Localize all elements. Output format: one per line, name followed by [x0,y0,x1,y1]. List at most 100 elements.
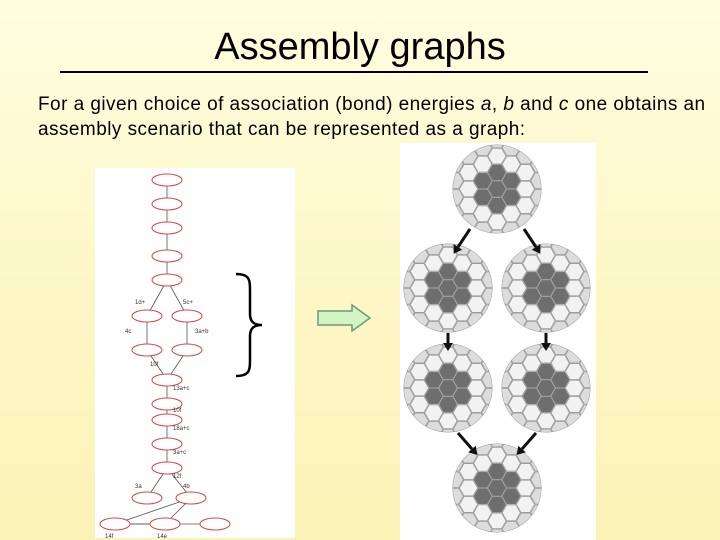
shell-cell [550,288,570,305]
graph-node [151,413,183,427]
arrow-head [531,244,541,254]
shell-cell [424,388,444,405]
shell-cell [467,396,486,413]
shell-cell [579,388,590,405]
shell-cell [530,471,541,488]
graph-node [151,373,183,387]
shell-cell [501,189,521,206]
shell-cell [473,156,493,173]
shell-cell [565,296,584,313]
shell-cell [453,172,464,189]
energy-a: a [480,94,492,115]
body-text-part: one obtains an assembly scenario that ca… [38,94,706,140]
shell-cell [453,189,464,206]
shell-cell [508,279,527,297]
title-underline [60,71,648,73]
graph-edge-label: 4b [183,484,190,490]
shell-cell [530,488,541,505]
shell-cell [536,247,556,264]
shell-cell [536,263,556,280]
shell-cell [522,255,542,272]
shell-cell [452,404,472,421]
shell-cell [516,197,535,214]
shell-cell [579,371,590,388]
graph-edge-label: 10f [150,362,159,368]
shell-cell [501,444,521,456]
shell-cell [452,420,472,432]
graph-node [151,273,183,287]
shell-cell [536,312,556,329]
shell-cell [501,520,521,532]
shell-cell [452,255,472,272]
capsid-shell [501,243,591,333]
body-text-part: and [514,94,559,115]
arrow-head [468,445,478,455]
shell-cell [536,363,556,380]
shell-cell [565,263,584,280]
shell-cell [522,355,542,372]
graph-node [151,221,183,235]
shell-cell [487,180,507,198]
shell-cell [516,463,535,480]
graph-node [131,343,163,357]
arrow-head [541,343,551,351]
shell-cell [501,455,521,472]
shell-cell [424,255,444,272]
shell-cell [516,479,535,497]
shell-cell [565,363,584,380]
shell-cell [438,379,458,397]
shell-cell [404,371,415,388]
graph-edge-label: 10f [173,408,182,414]
shell-cells [404,244,492,332]
shell-cell [501,504,521,521]
shell-cell [459,197,478,214]
shell-cell [550,388,570,405]
shell-cell [550,404,570,421]
arrow-head [443,343,453,351]
shell-cell [501,222,521,233]
assembly-shells-svg [403,144,591,533]
arrow-shaft [522,228,538,248]
assembly-shells-figure [400,143,596,540]
graph-edge-label: 3a+b [195,329,209,335]
shell-cell [453,471,464,488]
shell-cells [453,444,541,532]
shell-cell [550,321,570,332]
shell-cell [424,404,444,421]
shell-cell [467,363,486,380]
graph-edge-label: 18a+c [173,426,190,432]
shell-cell [467,263,486,280]
shell-cell [522,371,542,388]
shell-cell [501,172,521,189]
shell-cell [550,304,570,321]
shell-cell [508,379,527,397]
shell-cell [565,279,584,297]
shell-cell [459,180,478,198]
shell-cell [459,463,478,480]
shell-cell [438,247,458,264]
shell-cell [550,420,570,432]
shell-cell [452,321,472,332]
shell-cell [404,288,415,305]
shell-cell [502,288,513,305]
shell-cell [481,288,492,305]
shell-cell [467,279,486,297]
shell-cell [536,329,556,332]
shell-cell [550,244,570,255]
graph-node [171,343,203,357]
shell-cell [404,271,415,288]
shell-cell [459,479,478,497]
arrow-shaft [456,228,472,248]
shell-cell [410,279,429,297]
shell-cell [410,263,429,280]
shell-cell [473,172,493,189]
shell-cell [536,344,556,347]
shell-cell [438,279,458,297]
shell-cells [404,344,492,432]
shell-cell [565,379,584,397]
shell-cell [452,271,472,288]
graph-edge-label: 5c+ [183,300,193,306]
shell-cell [481,271,492,288]
body-text-part: For a given choice of association (bond)… [38,94,481,115]
shell-cell [550,355,570,372]
